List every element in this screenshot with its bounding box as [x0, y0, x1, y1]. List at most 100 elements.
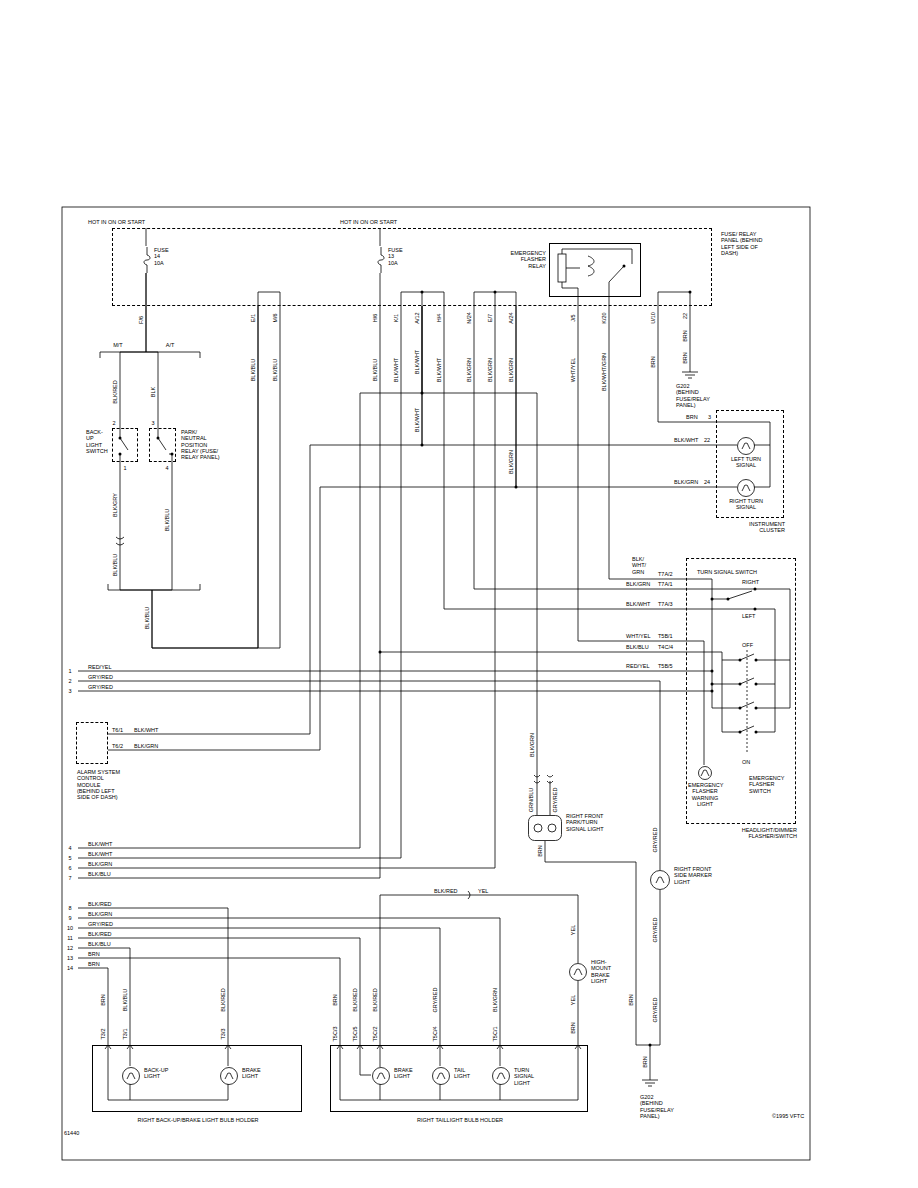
wire-label: 1: [68, 668, 71, 674]
wire-color-label: BLK/BLU: [164, 509, 170, 532]
wire-label: BRN: [686, 414, 698, 420]
wire-color-label: BLK/WHT: [414, 350, 420, 374]
wire-label: G202 (BEHIND FUSE/RELAY PANEL): [676, 383, 710, 408]
text-anchor: BRAKE LIGHT: [394, 1067, 418, 1080]
label-anchor: T5C/2: [372, 1027, 378, 1042]
label-anchor: T7A/3: [658, 601, 673, 607]
lamp-outline: [221, 1068, 238, 1085]
label-anchor: BLK/GRN: [508, 358, 514, 382]
wire-color-label: BRN: [628, 994, 634, 1006]
wire-color-label: T5C/4: [432, 1027, 438, 1042]
wire-color-label: T5C/1: [492, 1027, 498, 1042]
wire-label: BLK/RED: [88, 901, 112, 907]
label-anchor: LEFT: [742, 613, 755, 619]
lamp-filament: [437, 1073, 445, 1079]
label-anchor: BLK/BLU: [88, 871, 111, 877]
wire-label: BLK/RED: [434, 888, 458, 894]
label-anchor: BRN: [642, 1056, 648, 1068]
relay-coil-winding: [588, 256, 594, 276]
lamp-filament: [701, 770, 709, 776]
wire-color-label: GRY/RED: [652, 918, 658, 943]
wire-label: ON: [742, 759, 750, 765]
lamp-symbol-outline: [372, 1067, 390, 1085]
label-anchor: BLK/WHT: [436, 358, 442, 382]
lamp-symbol-outline: [122, 1067, 140, 1085]
wire-label: BLK/WHT: [88, 851, 112, 857]
wire-label: BLK/ WHT/ GRN: [632, 556, 646, 575]
wire-color-label: BRN: [650, 356, 656, 368]
label-anchor: BLK/WHT: [674, 437, 698, 443]
wire-label: GRY/RED: [88, 684, 113, 690]
label-anchor: YEL: [570, 925, 576, 935]
wire-label: HOT IN ON OR START: [88, 219, 145, 225]
wire-color-label: U/10: [650, 312, 656, 324]
wire-color-label: BLK/BLU: [250, 359, 256, 382]
text-anchor: RIGHT TAILLIGHT BULB HOLDER: [331, 1117, 589, 1123]
label-anchor: BRN: [88, 961, 100, 967]
wire-label: 8: [68, 905, 71, 911]
wire-color-label: BLK/BLU: [272, 359, 278, 382]
relay-symbol: [562, 249, 632, 296]
lamp-housing-outline: [528, 815, 562, 841]
supply-wire: [146, 228, 380, 246]
lamp-filament: [656, 877, 664, 883]
wire-label: T7A/3: [658, 601, 673, 607]
wire-color-label: BLK/BLU: [372, 359, 378, 382]
wire-label: T5B/5: [658, 663, 673, 669]
wire-label: RED/YEL: [626, 663, 650, 669]
label-anchor: BLK/GRN: [88, 861, 112, 867]
label-anchor: BRN: [332, 994, 338, 1006]
wire: [78, 671, 686, 870]
bulb-holder: RIGHT TAILLIGHT BULB HOLDERBRAKE LIGHTTA…: [330, 1045, 588, 1112]
label-anchor: BLK/GRN: [508, 450, 514, 474]
text-anchor: BACK-UP LIGHT SWITCH: [86, 429, 110, 454]
label-anchor: YEL: [478, 888, 488, 894]
component-name: BACK-UP LIGHT: [144, 1067, 168, 1079]
text-anchor: INSTRUMENT CLUSTER: [735, 521, 785, 534]
label-anchor: BLK/RED: [88, 901, 112, 907]
wire-connector: [120, 273, 146, 428]
lamp-filament: [742, 485, 750, 491]
label-anchor: ON: [742, 759, 750, 765]
wire-label: GRY/RED: [88, 674, 113, 680]
wire-color-label: GRY/RED: [552, 788, 558, 813]
fuse-relay-panel: FUSE/ RELAY PANEL (BEHIND LEFT SIDE OF D…: [112, 228, 712, 306]
lamp-outline: [738, 480, 755, 497]
splice-dot: [755, 683, 758, 686]
component-name: FUSE 13 10A: [388, 247, 403, 266]
label-anchor: BLK/RED: [434, 888, 458, 894]
label-anchor: A/T: [166, 342, 175, 348]
component-name: FUSE 14 10A: [154, 247, 169, 266]
label-anchor: T3/2: [100, 1028, 106, 1039]
wire-color-label: BRN: [332, 994, 338, 1006]
wire-color-label: H/6: [372, 314, 378, 323]
wire-color-label: WHT/YEL: [570, 358, 576, 382]
lamp-filament: [225, 1073, 233, 1079]
label-anchor: 7: [68, 875, 71, 881]
fuse-symbol-outline: [376, 247, 386, 273]
label-anchor: K/1: [393, 314, 399, 322]
label-anchor: RED/YEL: [626, 663, 650, 669]
lamp-outline: [570, 964, 587, 981]
lamp-symbol-outline: [432, 1067, 450, 1085]
label-anchor: 4: [68, 845, 71, 851]
label-anchor: BLK/GRN: [466, 358, 472, 382]
splice-dot: [711, 690, 714, 693]
splice-dot: [739, 707, 742, 710]
fuse-symbol-outline: [142, 247, 152, 273]
component-name: TURN SIGNAL SWITCH: [697, 569, 757, 575]
lamp-symbol: BRAKE LIGHT: [220, 1067, 238, 1085]
component-name: EMERGENCY FLASHER SWITCH: [749, 775, 784, 794]
wire-color-label: BRN: [100, 994, 106, 1006]
lamp-housing: RIGHT FRONT PARK/TURN SIGNAL LIGHT: [528, 815, 562, 841]
splice-dot: [754, 588, 757, 591]
label-anchor: BLK/GRN: [134, 743, 158, 749]
bulb-holder: RIGHT BACK-UP/BRAKE LIGHT BULB HOLDERBAC…: [92, 1045, 302, 1112]
label-anchor: BLK/GRN: [487, 358, 493, 382]
splice-dot: [739, 659, 742, 662]
wire-label: T5B/1: [658, 633, 673, 639]
wire-connector: [120, 306, 258, 648]
wire-label: 1: [123, 465, 126, 471]
label-anchor: BRN: [682, 352, 688, 364]
